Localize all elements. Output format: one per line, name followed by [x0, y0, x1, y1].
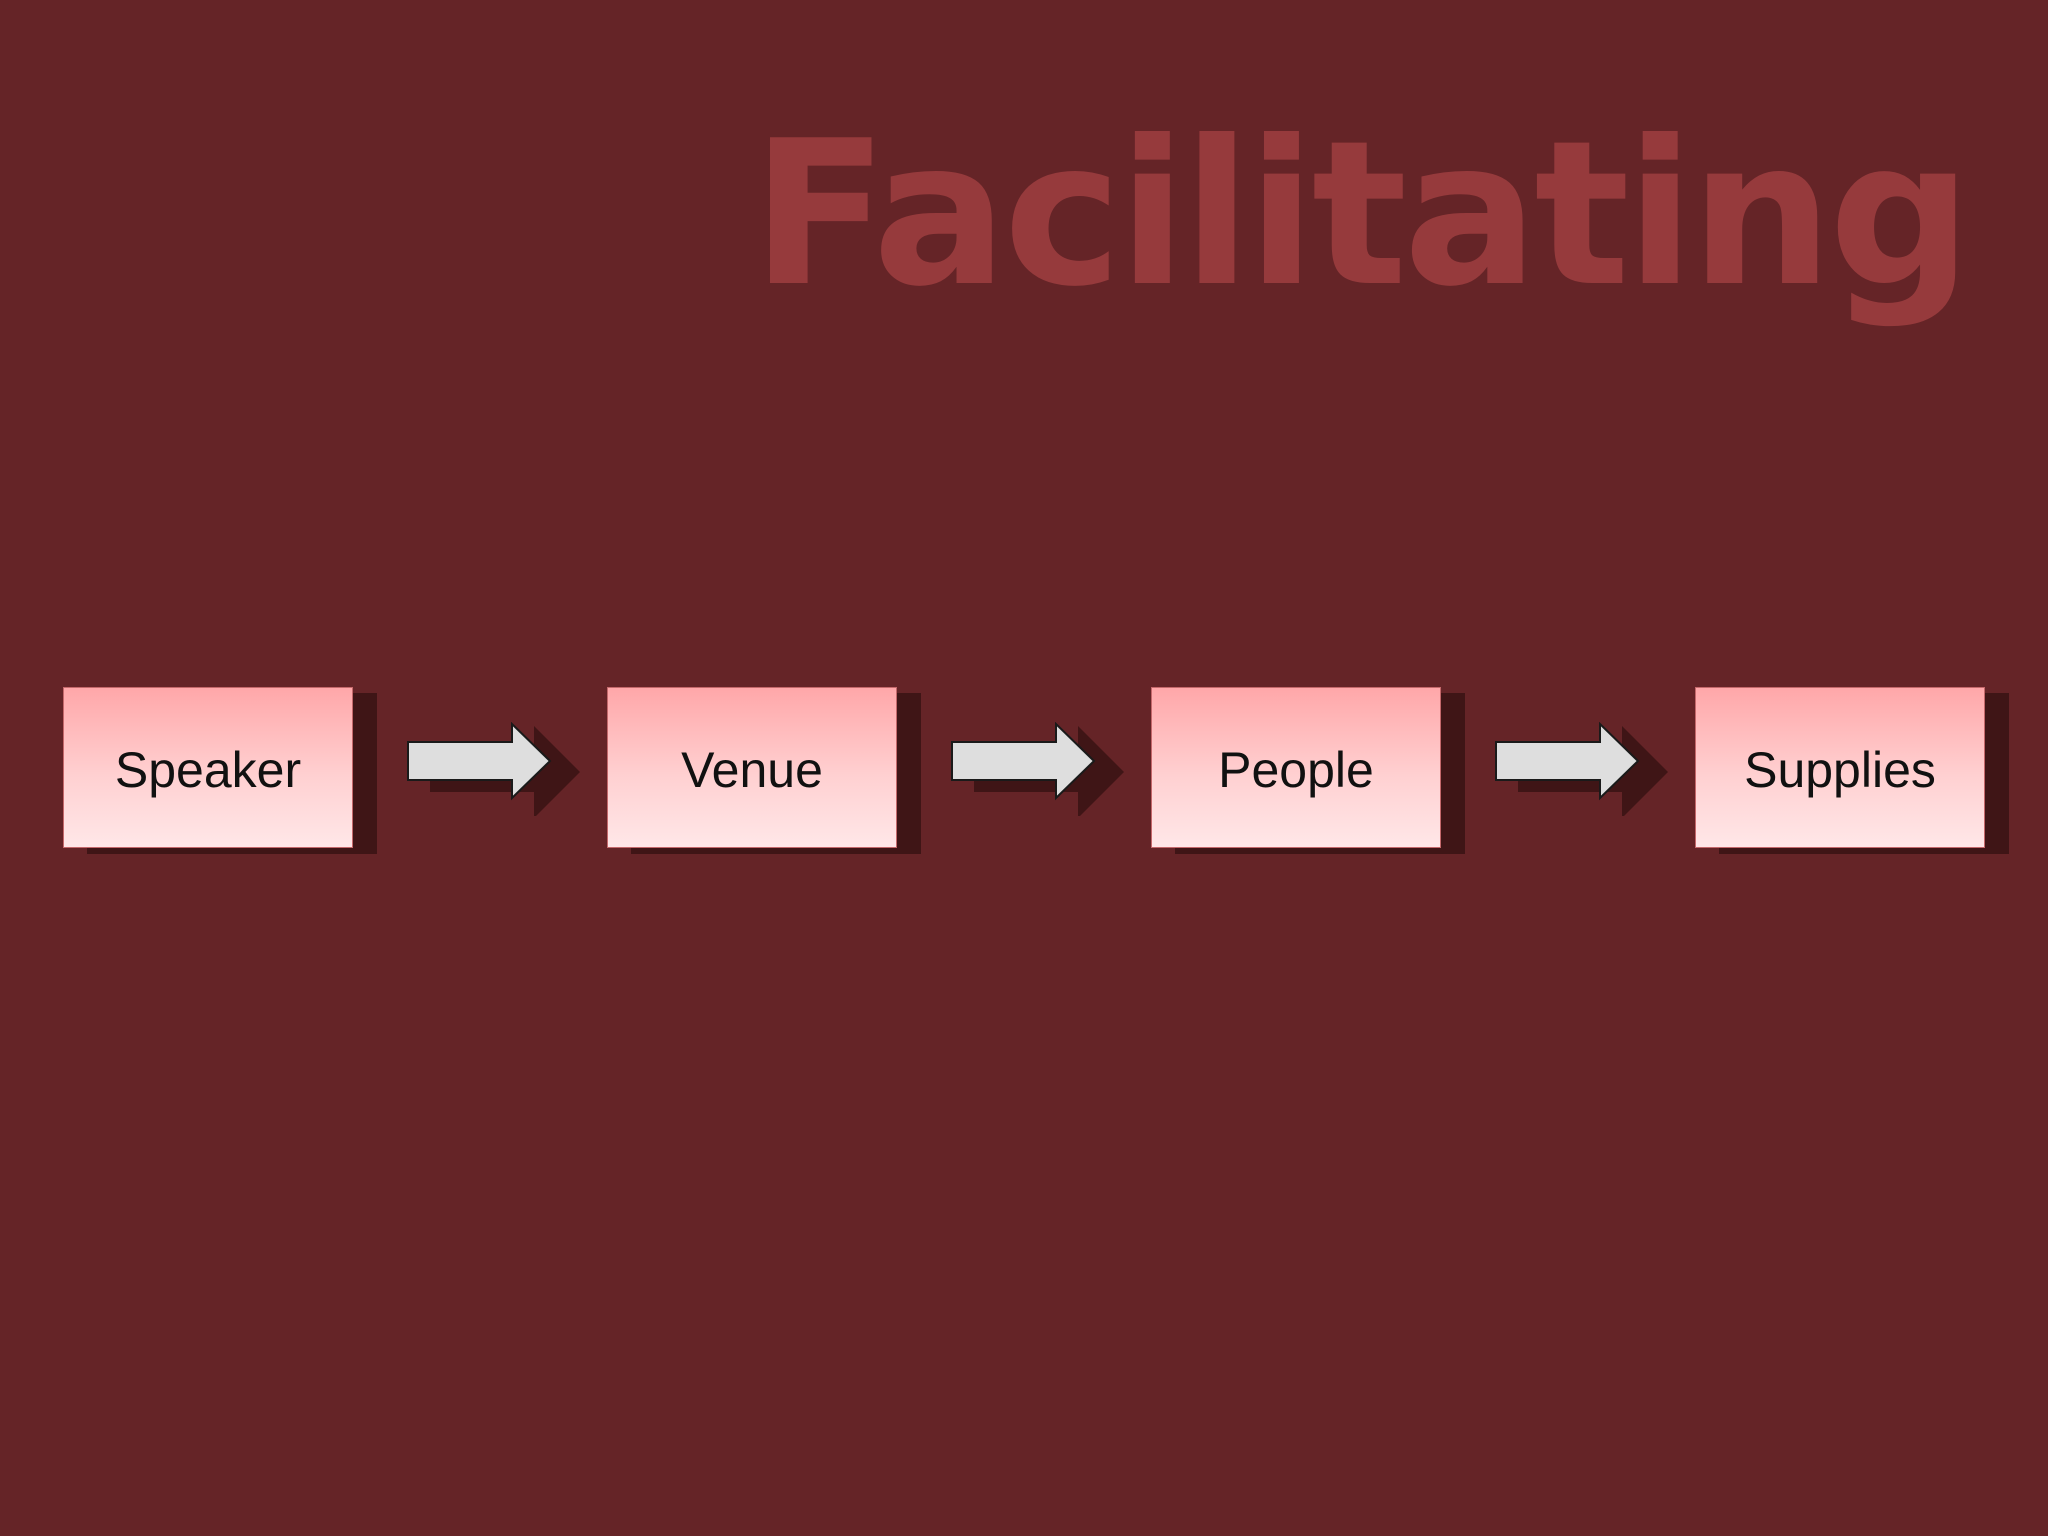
right-arrow-icon — [1495, 722, 1675, 816]
flow-step-speaker: Speaker — [63, 687, 377, 854]
flow-step-box: Venue — [607, 687, 897, 848]
flow-step-box: People — [1151, 687, 1441, 848]
right-arrow-icon — [407, 722, 587, 816]
flow-step-label: Venue — [681, 741, 823, 798]
flow-step-box: Supplies — [1695, 687, 1985, 848]
flow-step-label: Supplies — [1744, 741, 1936, 798]
flow-step-label: People — [1218, 741, 1374, 798]
flow-step-venue: Venue — [607, 687, 921, 854]
flow-step-people: People — [1151, 687, 1465, 854]
flow-step-label: Speaker — [114, 741, 302, 798]
right-arrow-icon — [951, 722, 1131, 816]
flow-step-supplies: Supplies — [1695, 687, 2009, 854]
slide-title: Facilitating — [751, 98, 1972, 331]
flow-step-box: Speaker — [63, 687, 353, 848]
